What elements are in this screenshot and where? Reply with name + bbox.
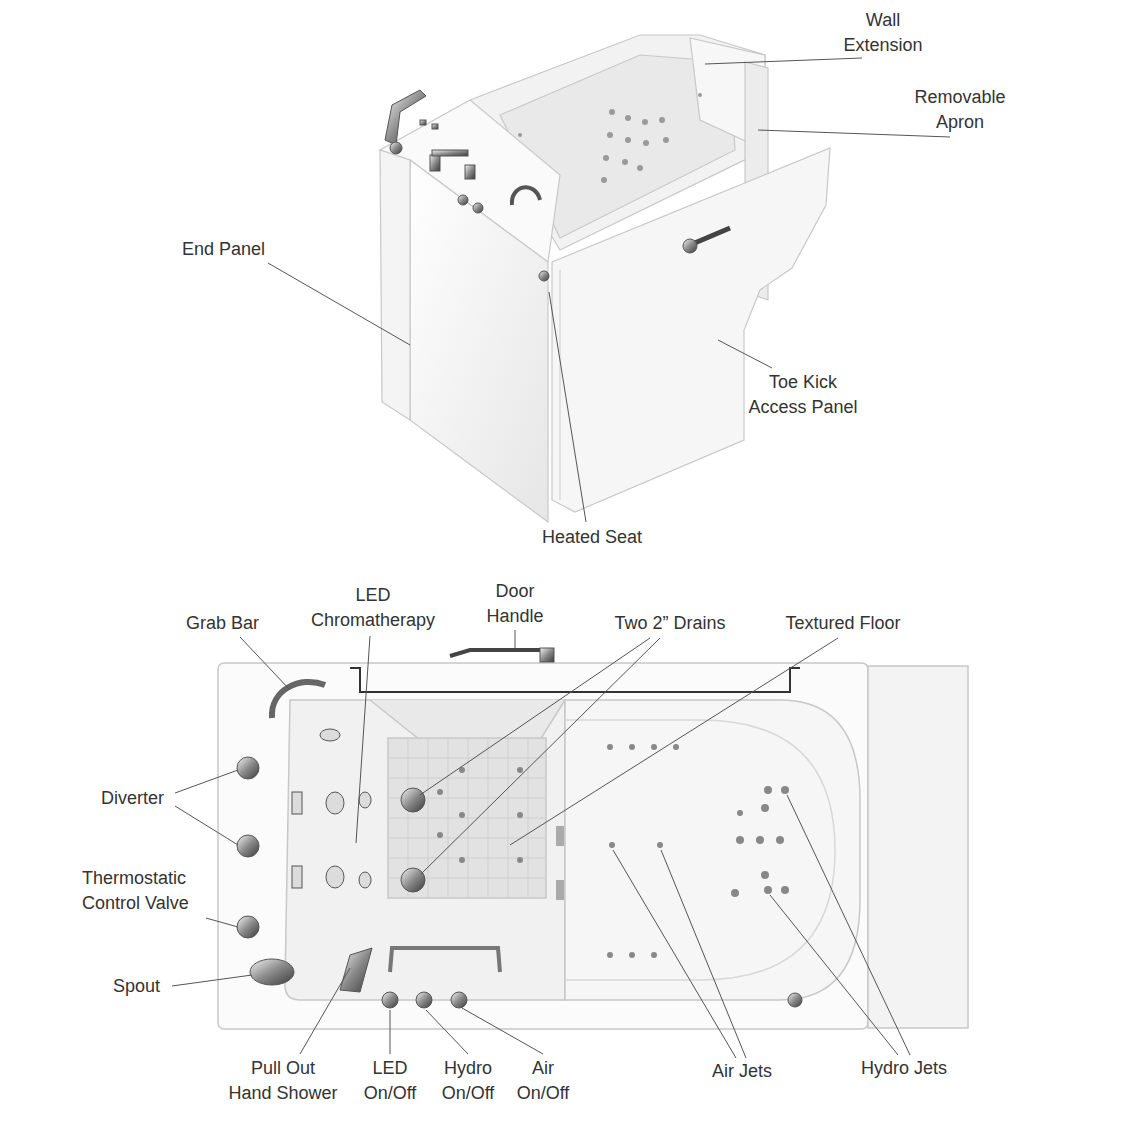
part-label: Thermostatic Control Valve	[82, 866, 217, 916]
part-label: Air On/Off	[509, 1056, 577, 1106]
part-label: Wall Extension	[833, 8, 933, 58]
part-label: Diverter	[101, 786, 301, 811]
part-label: Air Jets	[642, 1059, 842, 1084]
part-label: Door Handle	[475, 579, 555, 629]
part-label: LED Chromatherapy	[301, 583, 446, 633]
part-label: Heated Seat	[492, 525, 692, 550]
part-label: End Panel	[182, 237, 382, 262]
part-label: Toe Kick Access Panel	[739, 370, 867, 420]
tub-3d-view	[380, 35, 830, 522]
fixtures	[237, 648, 802, 1008]
part-label: Two 2” Drains	[570, 611, 770, 636]
part-label: Textured Floor	[743, 611, 943, 636]
leader-lines	[172, 58, 950, 1058]
part-label: LED On/Off	[356, 1056, 424, 1106]
tub-top-view	[218, 663, 968, 1029]
part-label: Pull Out Hand Shower	[227, 1056, 339, 1106]
part-label: Spout	[113, 974, 313, 999]
part-label: Hydro On/Off	[434, 1056, 502, 1106]
part-label: Removable Apron	[905, 85, 1015, 135]
part-label: Hydro Jets	[804, 1056, 1004, 1081]
